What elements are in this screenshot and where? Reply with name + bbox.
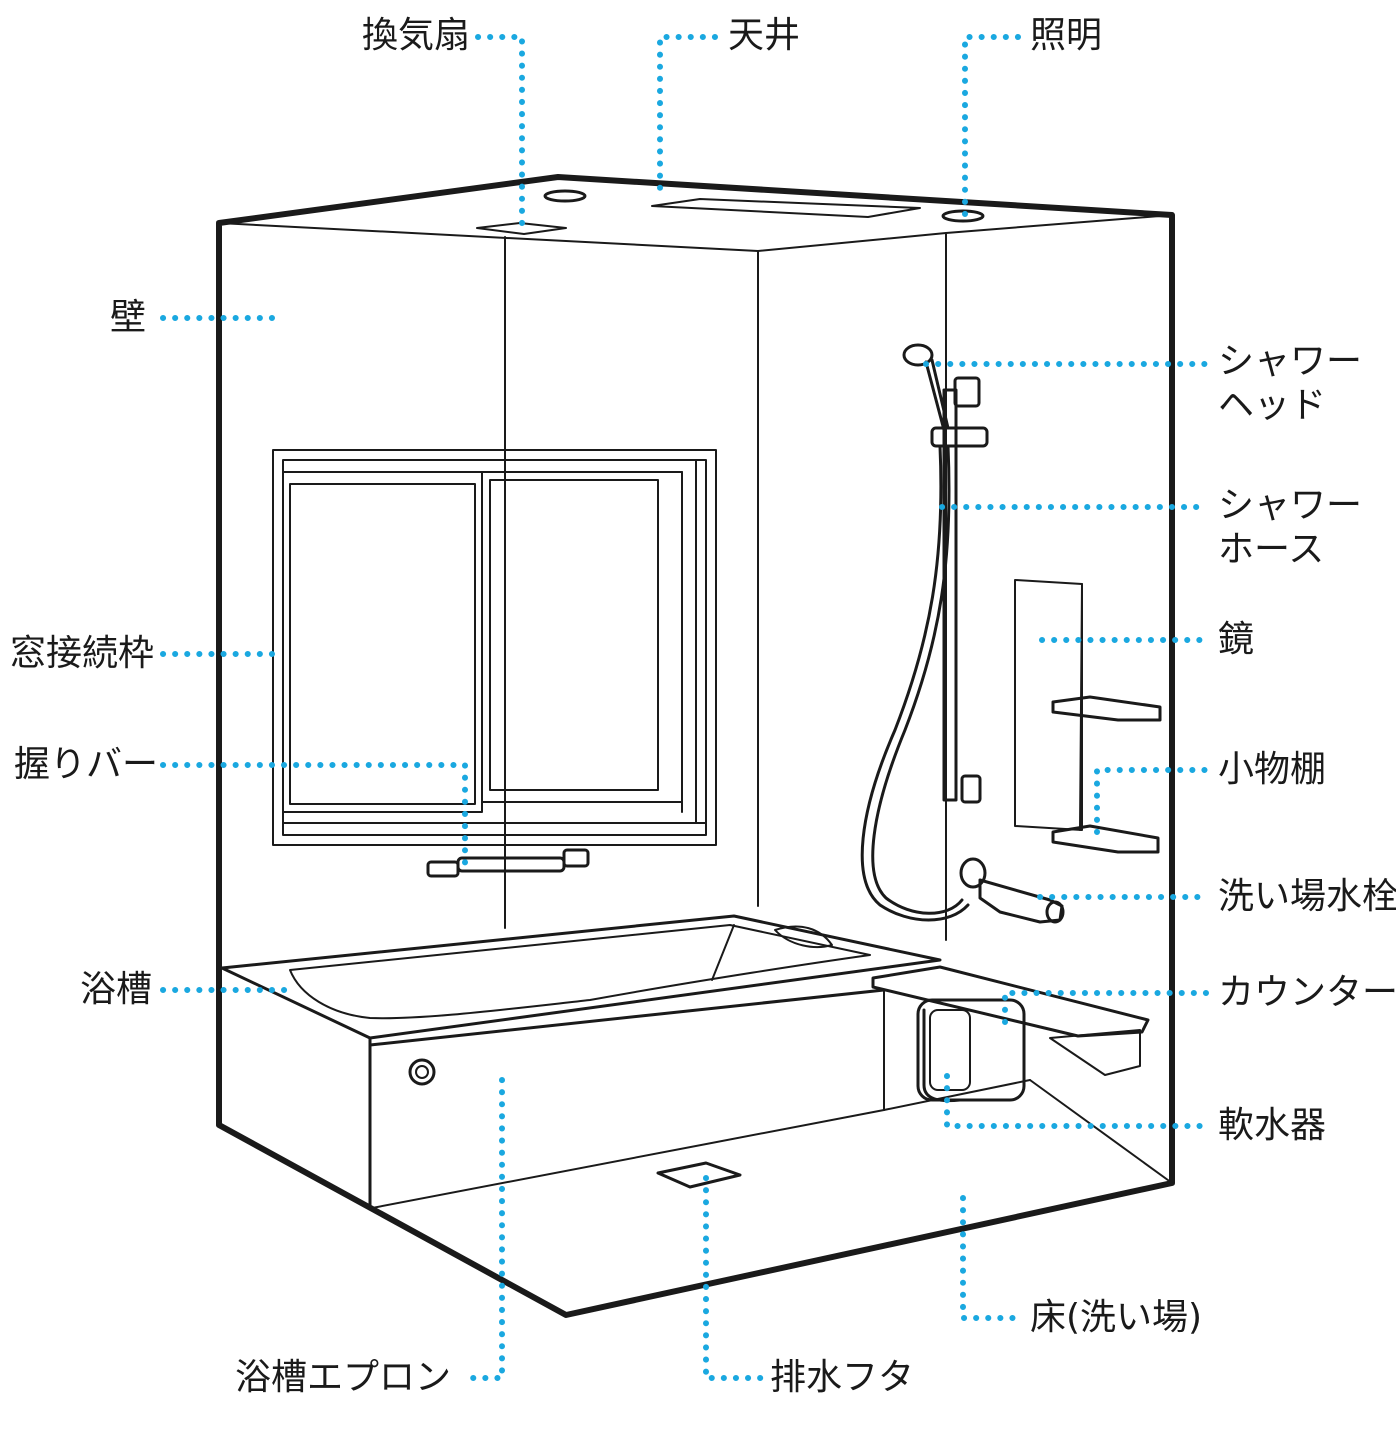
label-grab-bar: 握りバー [14, 744, 159, 785]
leader-counter [1002, 990, 1211, 1025]
drain-cover [656, 1161, 742, 1189]
shelves [1051, 695, 1162, 854]
leader-floor [960, 1195, 1023, 1321]
counter [871, 965, 1150, 1103]
leader-light [962, 34, 1021, 218]
label-tub: 浴槽 [80, 969, 153, 1010]
label-ceiling: 天井 [728, 15, 801, 56]
label-shelf: 小物棚 [1218, 749, 1327, 790]
label-light: 照明 [1030, 15, 1103, 56]
leader-fan [475, 34, 525, 231]
leader-apron [467, 1077, 505, 1381]
ceiling-details [476, 189, 985, 235]
mirror [1014, 579, 1083, 831]
leader-lines [160, 34, 1211, 1381]
bathroom-outline [216, 174, 1175, 1318]
window [272, 449, 717, 846]
bathtub [220, 914, 942, 1210]
label-counter: カウンター [1218, 972, 1396, 1013]
label-fan: 換気扇 [362, 15, 471, 56]
leader-shelf [1094, 767, 1211, 835]
label-apron: 浴槽エプロン [235, 1357, 452, 1398]
label-softener: 軟水器 [1218, 1105, 1327, 1146]
leader-ceiling [657, 34, 718, 193]
shower-assembly [860, 343, 989, 922]
label-wall: 壁 [110, 297, 147, 338]
label-shower-hose: シャワー ホース [1218, 485, 1363, 570]
grab-bar [426, 848, 590, 878]
leader-grab-bar [160, 762, 468, 875]
label-window-frame: 窓接続枠 [10, 633, 155, 674]
label-mirror: 鏡 [1218, 619, 1255, 660]
leader-softener [944, 1073, 1211, 1129]
label-floor: 床(洗い場) [1030, 1297, 1203, 1338]
faucet [959, 857, 1065, 924]
label-drain-cover: 排水フタ [770, 1357, 915, 1398]
label-shower-head: シャワー ヘッド [1218, 341, 1363, 426]
label-faucet: 洗い場水栓 [1218, 876, 1396, 917]
